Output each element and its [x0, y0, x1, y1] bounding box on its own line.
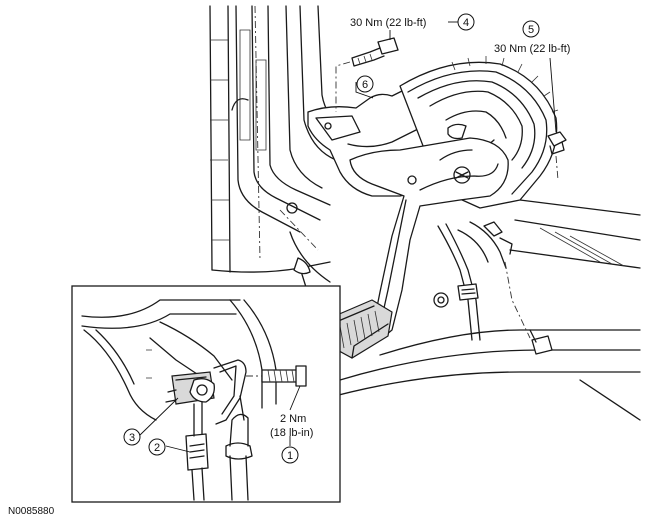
nut-5-centerline	[555, 155, 559, 181]
torque-label-item-4: 30 Nm (22 lb-ft)	[350, 17, 426, 29]
callout-circle-1	[281, 446, 299, 464]
lower-bolt-centerline	[504, 261, 531, 339]
callout-number-3: 3	[129, 432, 135, 444]
callout-circle-2	[148, 438, 166, 456]
bolt-item-4	[351, 37, 399, 67]
callout-number-6: 6	[362, 79, 368, 91]
callout-circle-3	[123, 428, 141, 446]
callout-circle-6	[356, 75, 374, 93]
detail-inset	[71, 285, 341, 503]
cable-grommet	[433, 292, 449, 308]
torque-label-item-1-line2: (18 lb-in)	[270, 427, 313, 439]
torque-label-item-1-line1: 2 Nm	[280, 413, 306, 425]
bolt-4-centerline	[335, 61, 351, 112]
callout-number-4: 4	[463, 17, 469, 29]
floor-panel-right	[319, 199, 641, 421]
nut-item-5	[547, 131, 567, 155]
callout-2-leader	[165, 445, 191, 453]
bolt-lower-right	[529, 329, 553, 355]
callout-number-2: 2	[154, 442, 160, 454]
callout-1-leader-upper	[289, 385, 301, 411]
callout-3-leader	[139, 397, 179, 436]
torque-label-item-5: 30 Nm (22 lb-ft)	[494, 43, 570, 55]
callout-circle-4	[457, 13, 475, 31]
callout-number-5: 5	[528, 24, 534, 36]
figure-id: N0085880	[8, 506, 55, 517]
callout-5-leader	[549, 57, 557, 133]
callout-6-leader	[355, 82, 374, 99]
callout-number-1: 1	[287, 450, 293, 462]
callout-circle-5	[522, 20, 540, 38]
parking-brake-cable	[437, 221, 513, 341]
